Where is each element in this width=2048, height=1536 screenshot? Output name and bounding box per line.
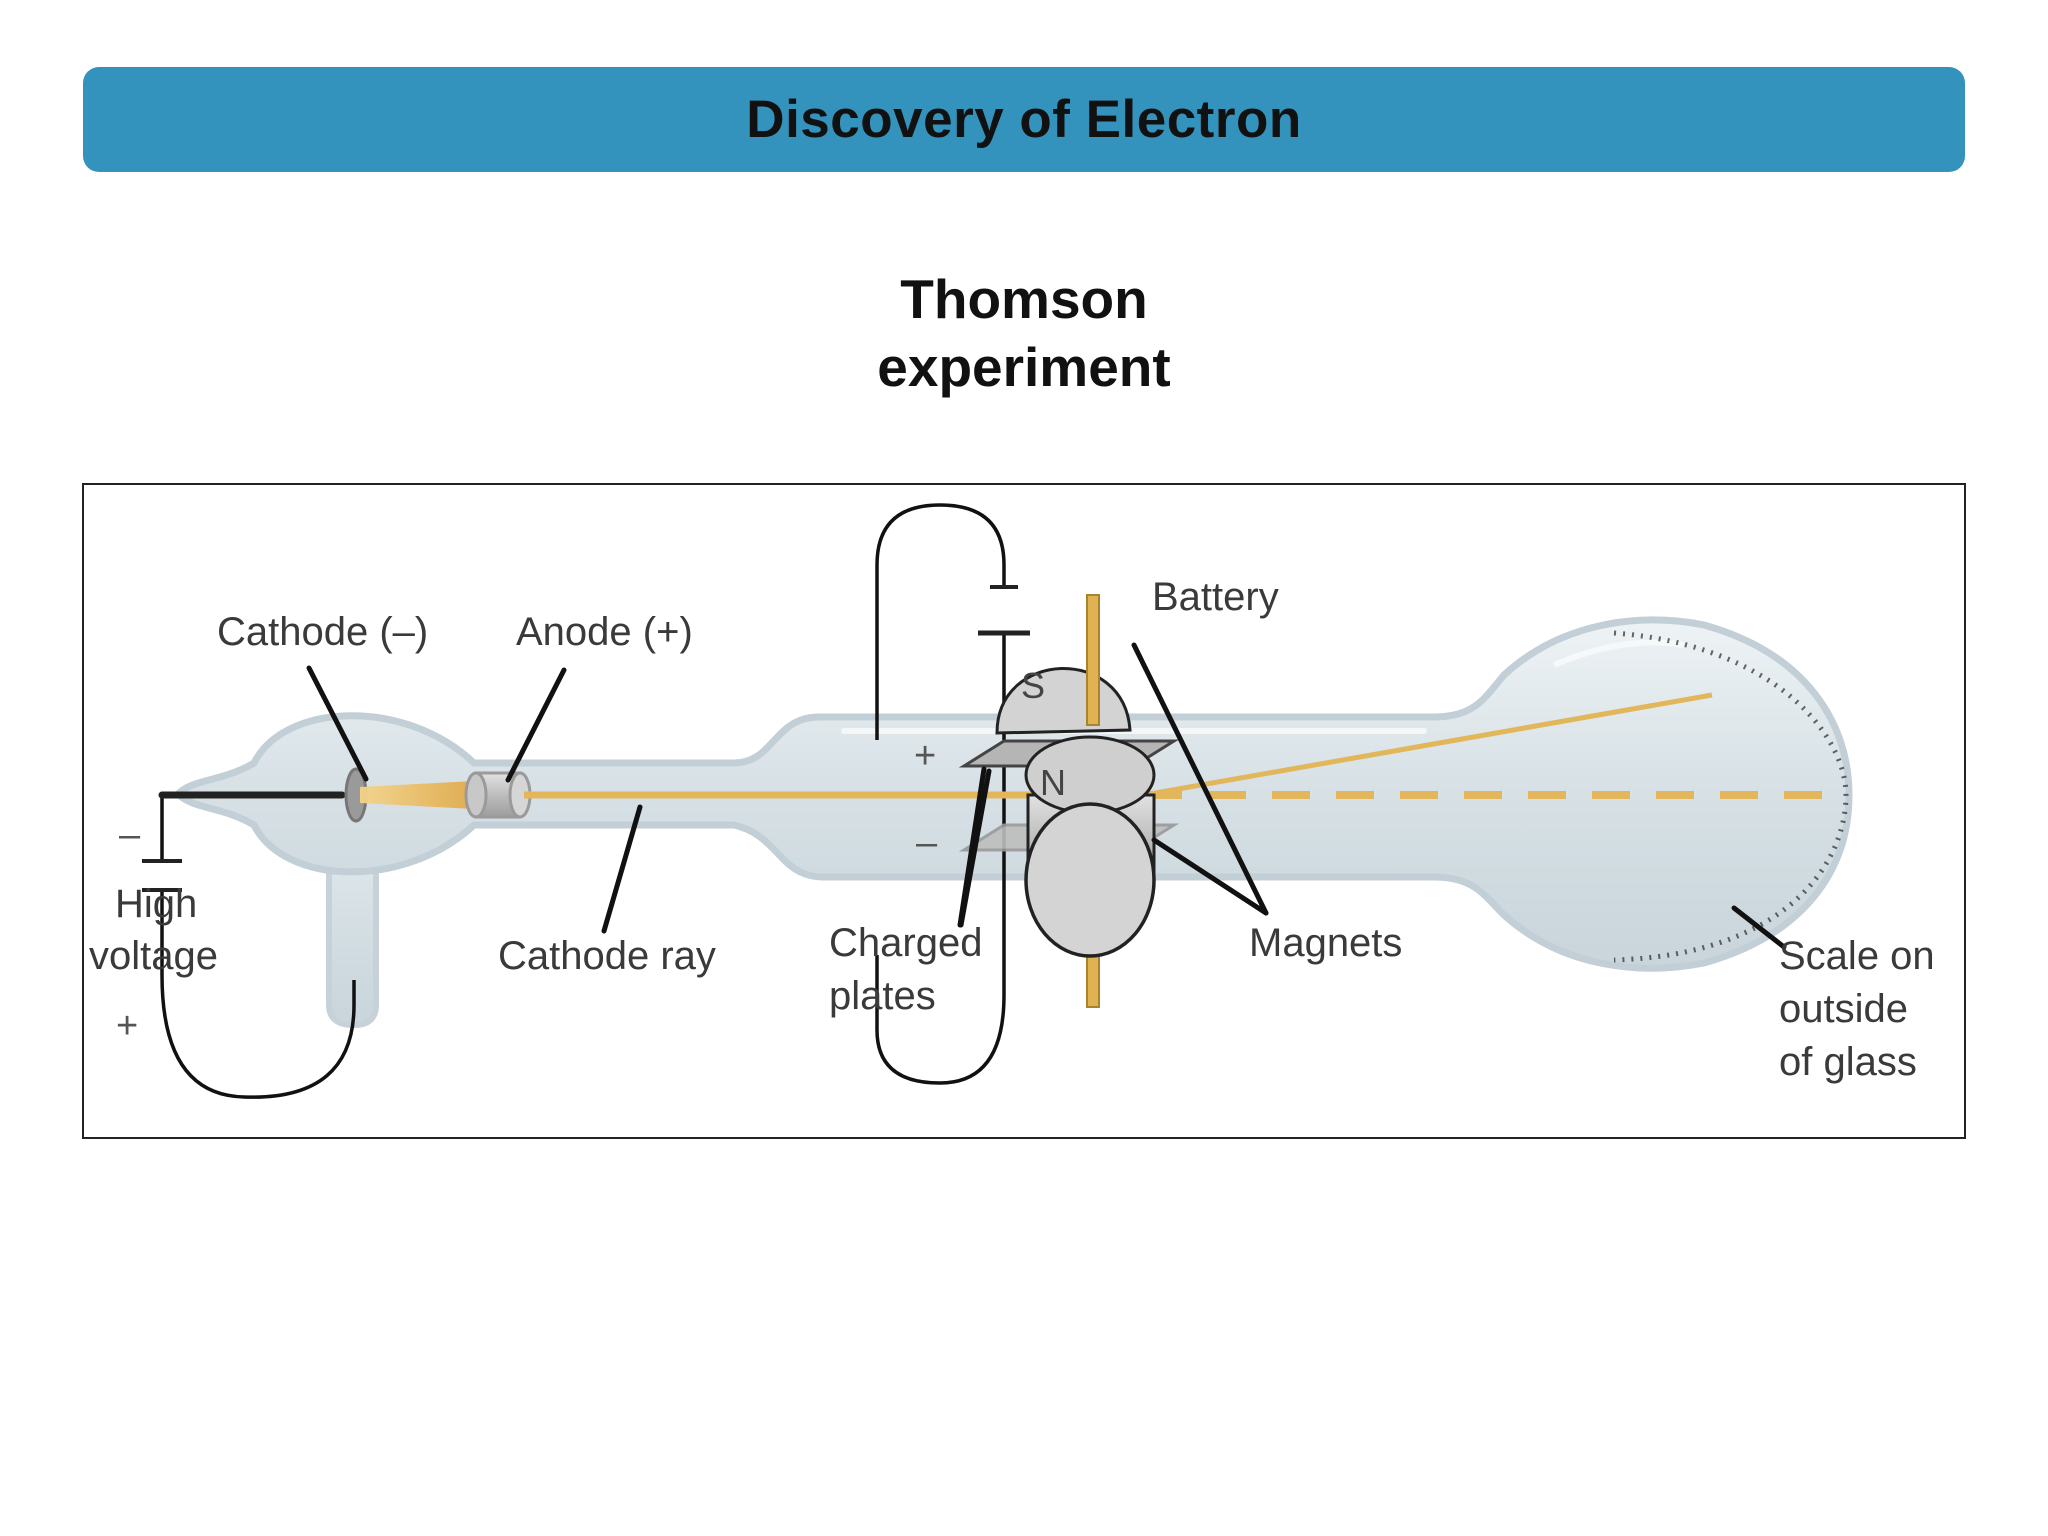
label-high-voltage-1: High: [115, 882, 197, 926]
high-voltage-source: [142, 859, 182, 892]
label-magnets: Magnets: [1249, 921, 1402, 965]
label-high-voltage-2: voltage: [89, 934, 218, 978]
magnet-south: [995, 667, 1132, 735]
hv-plus-sign: +: [116, 1005, 138, 1047]
label-scale-1: Scale on: [1779, 934, 1935, 978]
anode: [464, 771, 532, 819]
plate-minus-sign: –: [916, 822, 938, 864]
label-battery: Battery: [1152, 575, 1279, 619]
magnet-north: [1024, 735, 1156, 958]
label-anode: Anode (+): [516, 610, 693, 654]
hv-minus-sign: –: [119, 814, 141, 856]
label-charged-plates-1: Charged: [829, 921, 982, 965]
magnet-n-label: N: [1040, 762, 1066, 803]
label-scale-2: outside: [1779, 987, 1908, 1031]
battery-symbol: [978, 585, 1030, 636]
glass-tube: [175, 616, 1853, 1029]
thomson-diagram: Cathode (–) Anode (+) Battery High volta…: [82, 483, 1966, 1139]
leader-lines: [306, 642, 1787, 950]
subtitle-line-2: experiment: [877, 336, 1171, 398]
page-title: Discovery of Electron: [746, 90, 1302, 149]
title-bar: Discovery of Electron: [83, 67, 1965, 172]
subtitle-line-1: Thomson: [900, 268, 1148, 330]
deflected-beam: [1143, 692, 1713, 798]
beam-cone: [360, 781, 474, 809]
label-scale-3: of glass: [1779, 1040, 1917, 1084]
diagram-svg: Cathode (–) Anode (+) Battery High volta…: [89, 503, 1935, 1099]
magnet-s-label: S: [1021, 665, 1045, 706]
plate-plus-sign: +: [914, 735, 936, 777]
scale-marks: [1613, 630, 1849, 963]
cathode: [158, 767, 368, 823]
label-cathode: Cathode (–): [217, 610, 428, 654]
label-charged-plates-2: plates: [829, 974, 936, 1018]
label-cathode-ray: Cathode ray: [498, 934, 716, 978]
circuit-wires: [160, 503, 1006, 1099]
